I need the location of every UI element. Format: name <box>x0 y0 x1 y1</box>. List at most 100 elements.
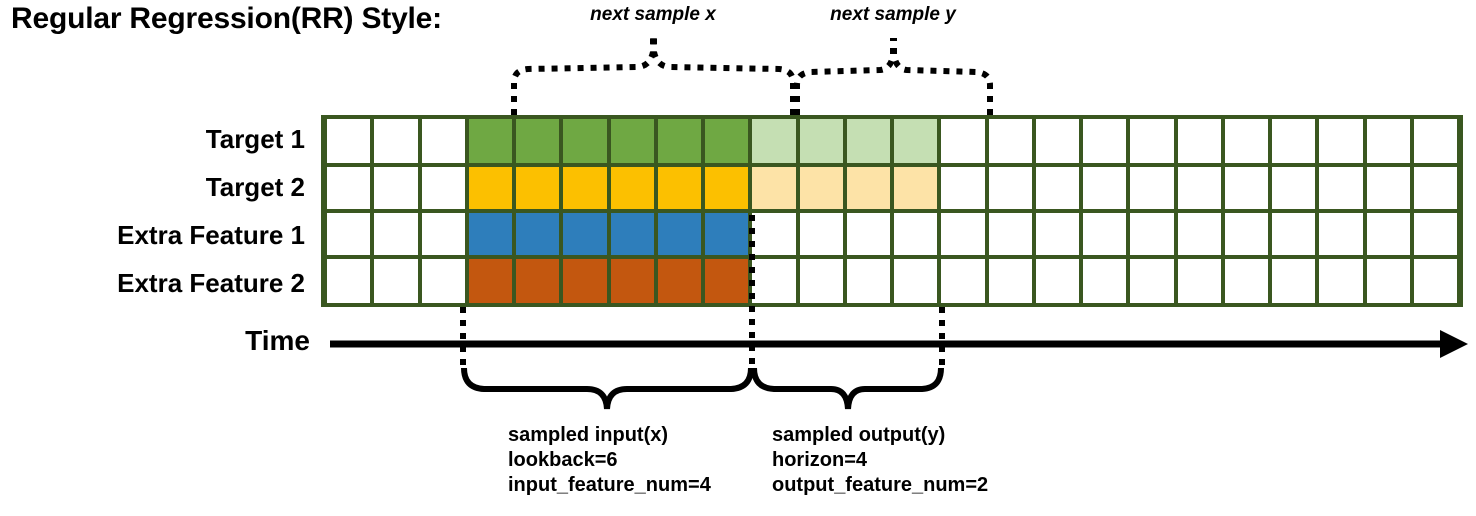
grid-cell <box>1177 119 1221 165</box>
grid-cell <box>327 257 371 303</box>
grid-cell <box>894 211 938 257</box>
grid-cell <box>374 257 418 303</box>
grid-cell <box>563 165 607 211</box>
grid-cell <box>468 119 512 165</box>
grid-cell <box>516 257 560 303</box>
grid-cell <box>468 211 512 257</box>
grid-cell <box>1366 165 1410 211</box>
grid-cell <box>1224 119 1268 165</box>
grid-cell <box>988 211 1032 257</box>
grid-cell <box>846 165 890 211</box>
grid-cell <box>1319 211 1363 257</box>
caption-sampled-input: sampled input(x) lookback=6 input_featur… <box>508 423 711 498</box>
grid-cell <box>1224 211 1268 257</box>
grid-cell <box>988 119 1032 165</box>
grid-cell <box>752 165 796 211</box>
grid-row <box>325 119 1459 165</box>
grid-row <box>325 257 1459 303</box>
grid-cell <box>468 257 512 303</box>
grid-cell <box>1413 211 1457 257</box>
grid-cell <box>941 165 985 211</box>
grid-cell <box>1272 119 1316 165</box>
dotted-brace-next-sample-x <box>511 36 796 115</box>
caption-input-line-3: input_feature_num=4 <box>508 474 711 496</box>
grid-cell <box>988 257 1032 303</box>
grid-cell <box>1413 119 1457 165</box>
grid-cell <box>563 119 607 165</box>
row-label-extra-feature-2: Extra Feature 2 <box>117 268 305 298</box>
grid-cell <box>799 119 843 165</box>
grid-cell <box>657 257 701 303</box>
grid-cell <box>1035 257 1079 303</box>
grid-cell <box>1272 165 1316 211</box>
grid-cell <box>1319 119 1363 165</box>
grid-cell <box>327 165 371 211</box>
row-label-column: Target 1 Target 2 Extra Feature 1 Extra … <box>0 115 313 307</box>
grid-cell <box>1083 211 1127 257</box>
page-title: Regular Regression(RR) Style: <box>11 2 442 35</box>
annotation-next-sample-x: next sample x <box>590 4 716 25</box>
grid-cell <box>563 257 607 303</box>
grid-cell <box>1177 211 1221 257</box>
grid-cell <box>421 257 465 303</box>
dotted-brace-next-sample-y <box>794 38 993 115</box>
grid-cell <box>1177 257 1221 303</box>
grid-cell <box>799 165 843 211</box>
caption-output-line-1: sampled output(y) <box>772 424 946 446</box>
time-axis-label: Time <box>245 325 310 356</box>
caption-input-line-2: lookback=6 <box>508 449 618 471</box>
grid-cell <box>1130 257 1174 303</box>
grid-cell <box>752 211 796 257</box>
grid-cell <box>610 211 654 257</box>
grid-cell <box>1083 257 1127 303</box>
grid-cell <box>799 257 843 303</box>
grid-cell <box>610 257 654 303</box>
caption-output-line-3: output_feature_num=2 <box>772 474 989 496</box>
grid-cell <box>1366 257 1410 303</box>
grid-cell <box>516 119 560 165</box>
grid-cell <box>846 257 890 303</box>
row-label-extra-feature-1: Extra Feature 1 <box>117 220 305 250</box>
grid-cell <box>516 211 560 257</box>
grid-cell <box>374 119 418 165</box>
grid-cell <box>1413 257 1457 303</box>
row-label-target-2: Target 2 <box>205 172 305 202</box>
grid-cell <box>988 165 1032 211</box>
grid-cell <box>421 211 465 257</box>
grid-cell <box>799 211 843 257</box>
grid-cell <box>894 119 938 165</box>
grid-cell <box>563 211 607 257</box>
grid-cell <box>941 119 985 165</box>
grid-cell <box>1130 211 1174 257</box>
grid-cell <box>705 165 749 211</box>
grid-cell <box>941 257 985 303</box>
grid-cell <box>610 165 654 211</box>
grid-cell <box>1083 165 1127 211</box>
grid-cell <box>705 257 749 303</box>
grid-cell <box>752 119 796 165</box>
grid-cell <box>752 257 796 303</box>
grid-cell <box>657 119 701 165</box>
row-label-target-1: Target 1 <box>205 124 305 154</box>
caption-sampled-output: sampled output(y) horizon=4 output_featu… <box>772 423 988 498</box>
grid-cell <box>468 165 512 211</box>
grid-cell <box>1224 165 1268 211</box>
grid-cell <box>1366 211 1410 257</box>
grid-row <box>325 165 1459 211</box>
curly-brace-sampled-output <box>751 367 944 410</box>
grid-cell <box>941 211 985 257</box>
grid-cell <box>1319 257 1363 303</box>
grid-cell <box>374 211 418 257</box>
grid-cell <box>705 119 749 165</box>
grid-cell <box>1366 119 1410 165</box>
caption-output-line-2: horizon=4 <box>772 449 868 471</box>
grid-cell <box>1130 165 1174 211</box>
grid-row <box>325 211 1459 257</box>
grid-cell <box>421 119 465 165</box>
grid-cell <box>1177 165 1221 211</box>
timeline-grid <box>321 115 1463 307</box>
grid-cell <box>894 257 938 303</box>
grid-cell <box>1035 165 1079 211</box>
grid-cell <box>657 211 701 257</box>
